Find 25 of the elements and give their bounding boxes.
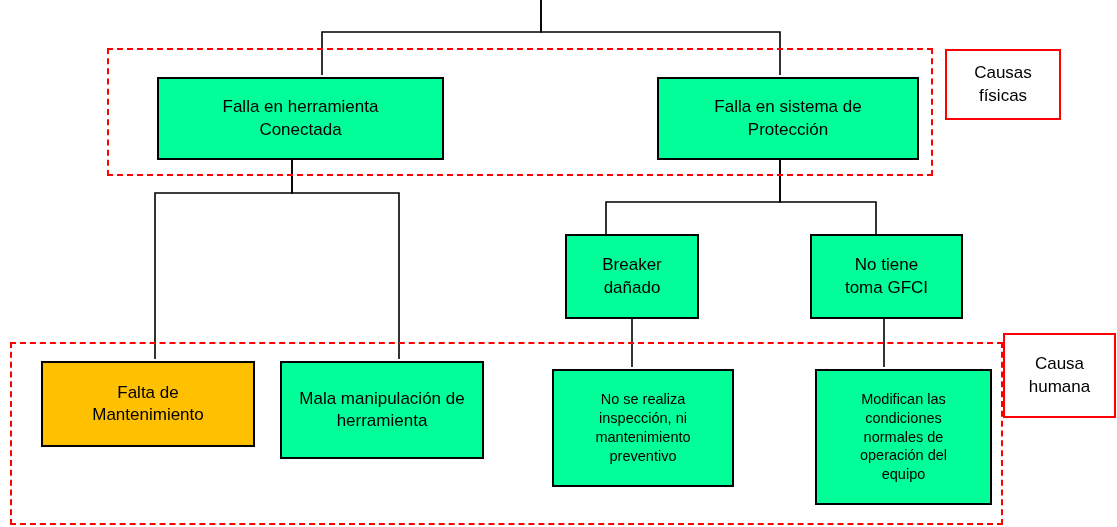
node-text: Falla en sistema de Protección xyxy=(713,96,863,141)
category-box xyxy=(945,49,1061,120)
group-outline xyxy=(10,342,1003,525)
cause-box xyxy=(565,234,699,319)
node-text: Falta de Mantenimiento xyxy=(91,381,205,426)
node-text: Causas físicas xyxy=(973,62,1033,107)
cause-box xyxy=(815,369,992,505)
cause-box xyxy=(810,234,963,319)
connector-line xyxy=(631,318,633,368)
category-box xyxy=(1003,333,1116,418)
node-text: No tiene toma GFCI xyxy=(843,254,930,299)
node-text: Falla en herramienta Conectada xyxy=(221,96,380,141)
node-text: Modifican las condiciones normales de operación del equipo xyxy=(858,389,949,485)
node-text: Mala manipulación de herramienta xyxy=(298,387,466,432)
cause-box xyxy=(552,369,734,487)
node-text: Breaker dañado xyxy=(601,254,663,299)
cause-box xyxy=(657,77,919,160)
cause-box xyxy=(157,77,444,160)
group-outline xyxy=(107,48,933,176)
cause-box xyxy=(280,361,484,459)
connector-line xyxy=(883,318,885,368)
node-text: No se realiza inspección, ni mantenimiento preventivo xyxy=(594,390,692,466)
connector-line xyxy=(540,0,781,76)
cause-box xyxy=(41,361,255,447)
node-text: Causa humana xyxy=(1027,353,1092,398)
